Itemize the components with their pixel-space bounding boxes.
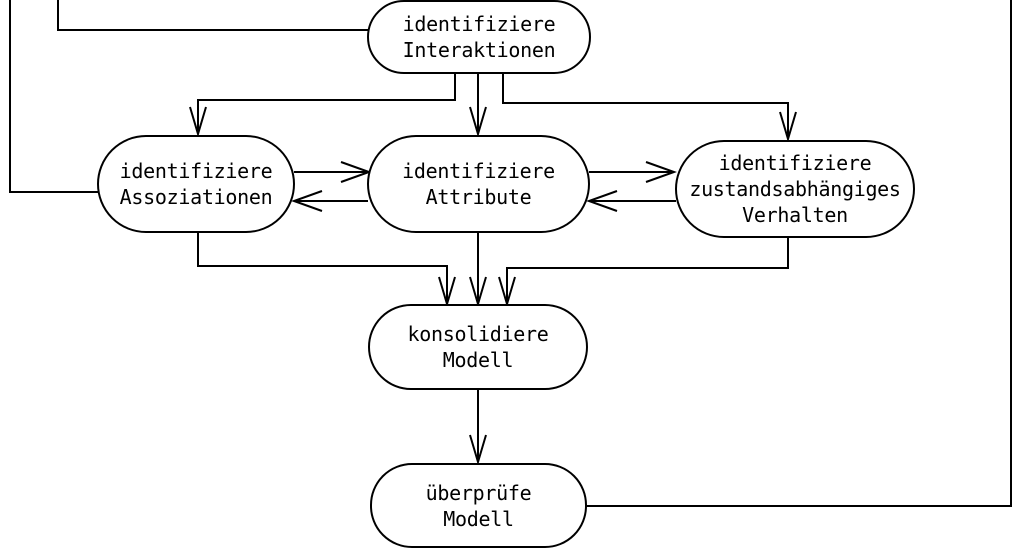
node-label-line: identifiziere xyxy=(718,151,872,175)
edge-interaktionen-to-attribute xyxy=(469,72,487,138)
node-label-line: identifiziere xyxy=(119,159,273,183)
node-ueberpruefe-modell: überprüfe Modell xyxy=(370,463,587,548)
node-label-line: Verhalten xyxy=(742,203,848,227)
edge-konsolidiere-to-ueberpruefe xyxy=(469,389,487,466)
edge-interaktionen-to-assoziationen xyxy=(189,72,456,138)
edge-ueberpruefe-to-offscreen xyxy=(583,0,1012,507)
node-label-line: Attribute xyxy=(425,185,532,209)
node-label-line: zustandsabhängiges xyxy=(689,177,901,201)
node-label-line: Interaktionen xyxy=(402,38,556,62)
node-label-line: Assoziationen xyxy=(119,185,273,209)
node-label-line: identifiziere xyxy=(402,159,555,183)
edge-verhalten-to-konsolidiere xyxy=(498,237,789,308)
edge-attribute-to-assoziationen xyxy=(291,190,368,212)
edge-attribute-to-verhalten xyxy=(589,161,677,183)
node-konsolidiere-modell: konsolidiere Modell xyxy=(368,304,588,390)
node-label-line: überprüfe xyxy=(425,480,532,505)
node-label-line: identifiziere xyxy=(402,12,556,36)
edge-interaktionen-to-verhalten xyxy=(502,72,797,143)
node-identifiziere-zustandsabhaengiges-verhalten: identifiziere zustandsabhängiges Verhalt… xyxy=(675,140,915,238)
edge-assoziationen-to-konsolidiere xyxy=(197,232,456,308)
node-identifiziere-assoziationen: identifiziere Assoziationen xyxy=(97,135,295,233)
node-label-line: Modell xyxy=(442,348,514,372)
node-label-line: Modell xyxy=(443,506,514,531)
edge-attribute-to-konsolidiere xyxy=(469,232,487,308)
node-identifiziere-attribute: identifiziere Attribute xyxy=(367,135,590,233)
edge-verhalten-to-attribute xyxy=(586,190,676,212)
node-identifiziere-interaktionen: identifiziere Interaktionen xyxy=(367,0,591,74)
node-label-line: konsolidiere xyxy=(407,322,549,346)
edge-assoziationen-to-attribute xyxy=(294,161,372,183)
edge-feedback-to-interaktionen xyxy=(57,0,372,31)
edge-feedback-to-assoziationen xyxy=(9,0,105,193)
